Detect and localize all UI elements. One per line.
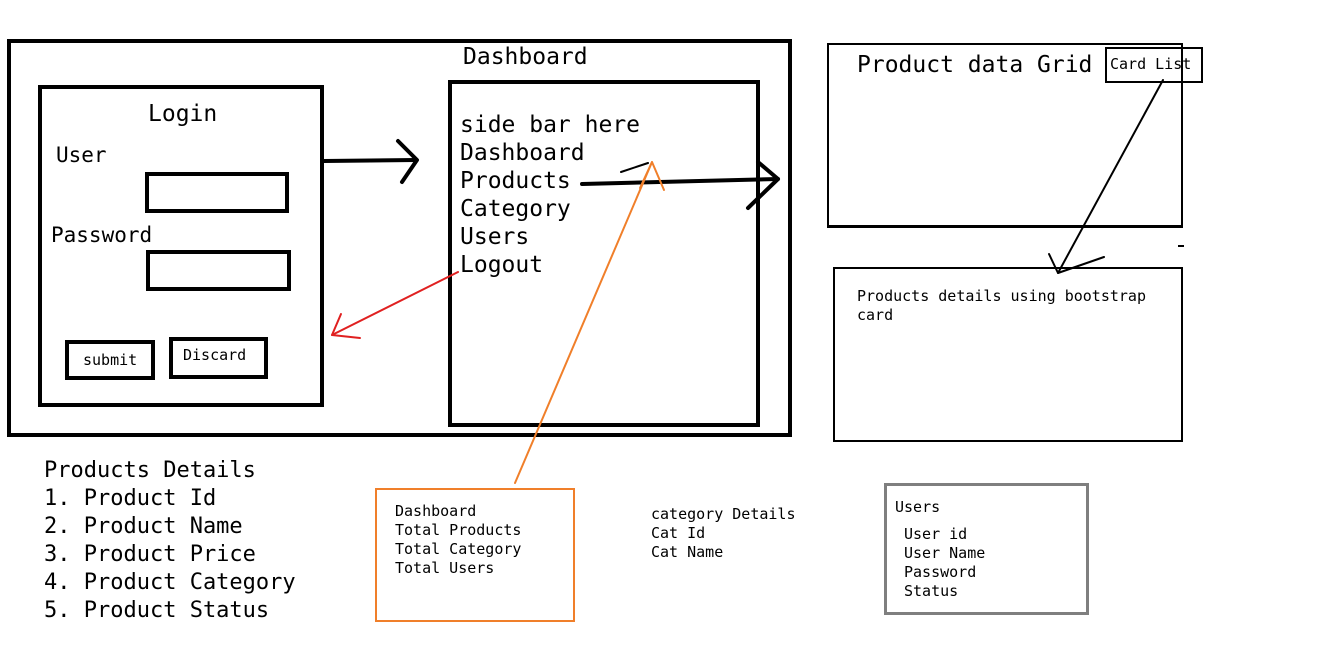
list-item: 5. Product Status [44,598,270,623]
product-card-line: Products details using bootstrap [857,287,1146,305]
users-details-panel [884,483,1089,615]
users-details-text: User id User Name Password Status [904,525,985,601]
discard-button-label: Discard [183,346,247,364]
password-label: Password [51,223,153,247]
products-details-heading: Products Details [44,458,256,483]
category-details-heading: category Details [651,505,796,523]
sidebar-item-products[interactable]: Products [460,168,571,194]
list-item: Status [904,582,959,600]
arrow-dashboard-details-to-dashboard [514,161,665,484]
list-item: Total Users [395,559,495,577]
arrow-logout-to-login [331,271,459,339]
product-card-text: Products details using bootstrap card [857,287,1146,325]
submit-button-label: submit [83,351,138,369]
users-details-title: Users [895,498,941,516]
password-input[interactable] [146,250,291,291]
dashboard-details-heading: Dashboard [395,502,477,520]
arrow-login-to-dashboard [322,139,419,184]
product-card-line: card [857,306,894,324]
discard-button[interactable]: Discard [169,337,268,379]
sidebar-heading: side bar here [460,112,641,138]
submit-button[interactable]: submit [65,340,155,380]
products-details-list: Products Details 1. Product Id 2. Produc… [44,457,296,625]
product-grid-title: Product data Grid [857,52,1093,78]
product-card-panel [833,267,1183,442]
list-item: Cat Name [651,543,724,561]
product-grid-panel [827,43,1183,228]
sidebar-item-logout[interactable]: Logout [460,252,544,278]
list-item: Total Products [395,521,522,539]
user-label: User [56,143,107,167]
user-input[interactable] [145,172,289,213]
sidebar-item-dashboard[interactable]: Dashboard [460,140,585,166]
list-item: Password [904,563,977,581]
sidebar-item-users[interactable]: Users [460,224,530,250]
dashboard-title: Dashboard [463,44,588,70]
sidebar-item-category[interactable]: Category [460,196,571,222]
list-item: 3. Product Price [44,542,256,567]
list-item: 1. Product Id [44,486,217,511]
list-item: Total Category [395,540,522,558]
app-frame [7,39,792,437]
arrow-cardlist-to-card [1048,79,1164,274]
login-panel [38,85,324,407]
list-item: User id [904,525,968,543]
dashboard-details-panel [375,488,575,622]
tick-mark [620,162,649,173]
list-item: 2. Product Name [44,514,243,539]
card-list-label: Card List [1110,55,1192,73]
dashboard-details-text: Dashboard Total Products Total Category … [395,502,521,578]
login-title: Login [148,101,218,127]
sidebar-menu: side bar here Dashboard Products Categor… [460,111,640,279]
list-item: 4. Product Category [44,570,296,595]
card-list-button[interactable]: Card List [1105,47,1203,83]
dashboard-panel [448,80,760,427]
category-details-text: category Details Cat Id Cat Name [651,505,796,562]
list-item: User Name [904,544,986,562]
arrow-products-to-grid [580,160,780,210]
list-item: Cat Id [651,524,706,542]
